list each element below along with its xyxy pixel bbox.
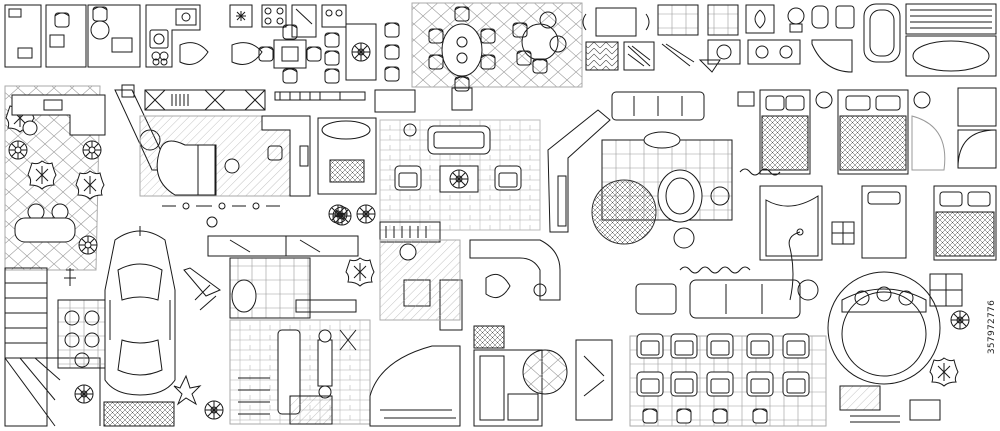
round-bed <box>828 272 940 384</box>
right-side-decor <box>840 274 970 422</box>
lounge-area <box>474 274 612 426</box>
desk-wide <box>318 118 376 194</box>
dining-set-rect <box>324 22 400 84</box>
stock-id-text: 357972776 <box>987 299 997 355</box>
dining-table-pair <box>583 8 649 36</box>
sectional-sofa <box>470 240 560 300</box>
bar-stools <box>180 43 262 65</box>
desk-with-chair <box>262 116 310 196</box>
bedroom-bed-single <box>738 90 832 174</box>
stock-id-watermark: 357972776 <box>986 232 998 422</box>
oval-rug <box>322 121 370 139</box>
l-shaped-sofa <box>548 110 610 232</box>
mid-scatter-items <box>184 204 462 330</box>
office-desk-set <box>5 5 140 67</box>
bedroom-bed-double <box>838 90 930 174</box>
wave-divider <box>680 169 780 273</box>
bathroom-fixtures <box>700 4 996 76</box>
office-corner-desk <box>12 95 105 135</box>
garden-plants <box>5 103 105 255</box>
shower-cabin <box>912 88 996 170</box>
shelving-row <box>145 88 472 112</box>
small-icons-row <box>162 203 348 227</box>
egg-chair <box>658 170 729 248</box>
wall-lamp-cable <box>789 229 803 300</box>
decor-tiles <box>586 5 774 70</box>
kitchen-appliances <box>230 5 346 37</box>
dining-set-round <box>512 12 566 74</box>
car-top-view <box>105 226 175 395</box>
bedroom-bed-unmade <box>760 186 996 260</box>
sofa-cushioned <box>612 92 704 148</box>
living-room-set <box>394 124 522 192</box>
small-garden-items <box>104 285 224 426</box>
dining-set-square <box>258 24 322 84</box>
dining-set-oval <box>428 6 496 92</box>
kitchen-counter <box>146 5 200 67</box>
sofa-three-seat <box>636 280 818 318</box>
rug-bottom <box>290 346 460 426</box>
patio-furniture <box>58 268 106 404</box>
